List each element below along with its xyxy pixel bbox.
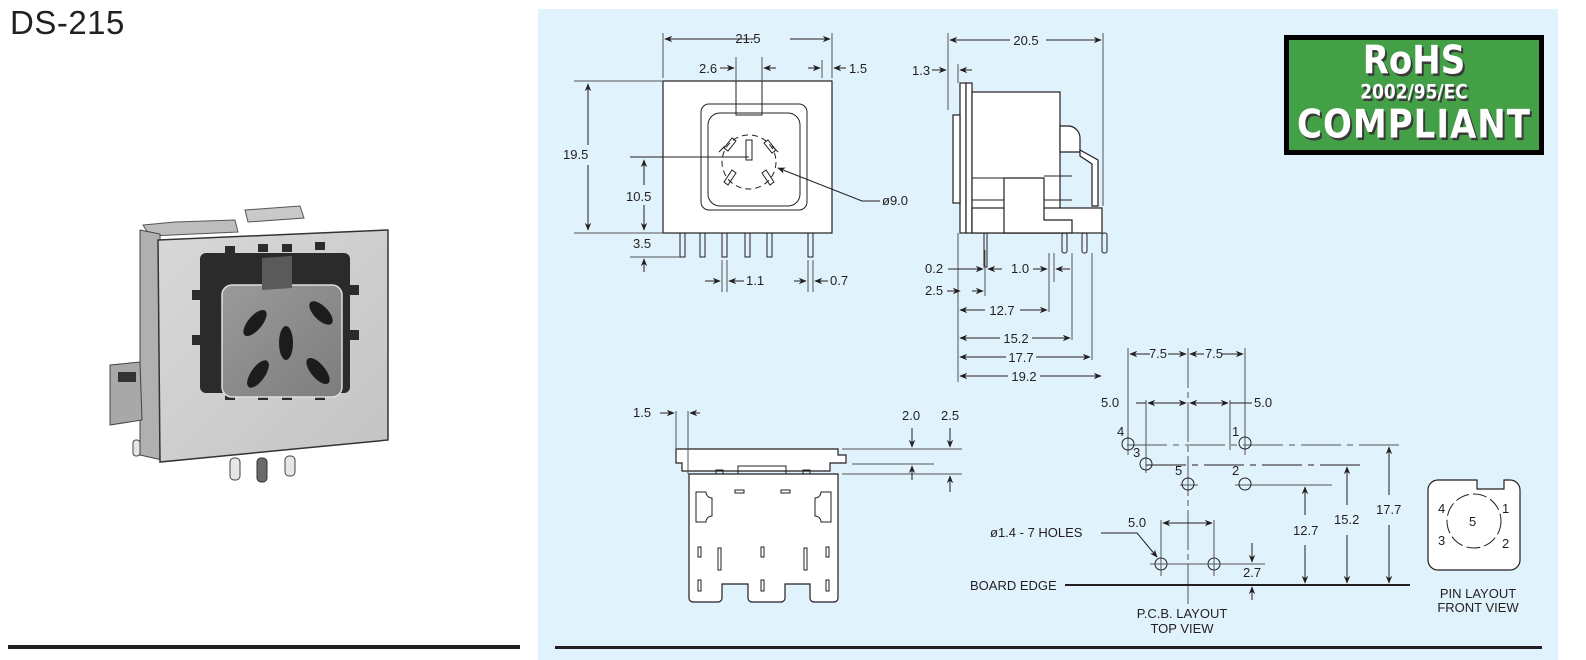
pin-label-1: 1 — [1232, 424, 1239, 439]
key-notch — [735, 80, 763, 116]
dim-flange: 1.3 — [912, 63, 930, 78]
pin-contacts — [718, 137, 779, 186]
dim-spacing-left: 7.5 — [1149, 346, 1167, 361]
board-edge-label: BOARD EDGE — [970, 578, 1057, 593]
inner-socket — [707, 112, 801, 207]
dim-circle-diameter: ø9.0 — [882, 193, 908, 208]
front-view — [574, 33, 880, 292]
rohs-title: RoHS — [1362, 38, 1466, 84]
rohs-directive: 2002/95/EC — [1360, 81, 1468, 105]
side-view-labels: 20.5 1.3 0.2 1.0 2.5 12.7 15.2 17.7 19.2 — [912, 33, 1039, 384]
dim-spacing-right: 7.5 — [1205, 346, 1223, 361]
pin-caption-2: FRONT VIEW — [1437, 600, 1519, 615]
dim-pin-spacing: 1.1 — [746, 273, 764, 288]
front-pin-2: 2 — [1502, 536, 1509, 551]
front-pin-5: 5 — [1469, 514, 1476, 529]
dim-height: 19.5 — [563, 147, 588, 162]
right-divider — [555, 646, 1542, 649]
bottom-view — [660, 409, 962, 603]
pcb-caption-2: TOP VIEW — [1150, 621, 1214, 636]
dim-15-2: 15.2 — [1334, 512, 1359, 527]
dim-depth: 20.5 — [1013, 33, 1038, 48]
dim-1-0: 1.0 — [1011, 261, 1029, 276]
dim-pin-width: 0.7 — [830, 273, 848, 288]
holes-label: ø1.4 - 7 HOLES — [990, 525, 1083, 540]
dim-2-7: 2.7 — [1243, 565, 1261, 580]
top-tab — [244, 205, 305, 223]
dim-2-0: 2.0 — [902, 408, 920, 423]
dim-15-2: 15.2 — [1003, 331, 1028, 346]
pcb-holes — [1121, 436, 1252, 571]
pcb-layout-labels: 7.5 7.5 5.0 5.0 4 1 3 5 2 5.0 ø1.4 - 7 H… — [970, 346, 1401, 636]
front-pin-4: 4 — [1438, 501, 1445, 516]
dim-offset-right: 5.0 — [1254, 395, 1272, 410]
front-pins — [679, 232, 814, 258]
rohs-compliant: COMPLIANT — [1297, 102, 1531, 148]
dim-center-height: 10.5 — [626, 189, 651, 204]
key-slot — [262, 256, 292, 290]
bottom-pins — [132, 439, 296, 483]
pin-label-4: 4 — [1117, 424, 1124, 439]
dim-0-2: 0.2 — [925, 261, 943, 276]
pin-label-5: 5 — [1175, 463, 1182, 478]
front-pin-1: 1 — [1502, 501, 1509, 516]
bottom-view-labels: 1.5 2.0 2.5 — [633, 405, 959, 423]
dim-12-7: 12.7 — [1293, 523, 1318, 538]
dim-edge: 1.5 — [633, 405, 651, 420]
dim-17-7: 17.7 — [1376, 502, 1401, 517]
dim-key-width: 2.6 — [699, 61, 717, 76]
dim-bottom-spacing: 5.0 — [1128, 515, 1146, 530]
pin-holes — [243, 301, 333, 388]
pin-label-2: 2 — [1232, 463, 1239, 478]
dim-offset-left: 5.0 — [1101, 395, 1119, 410]
dim-19-2: 19.2 — [1011, 369, 1036, 384]
front-view-labels: 21.5 2.6 1.5 19.5 10.5 3.5 1.1 0.7 ø9.0 — [563, 31, 908, 288]
pcb-caption-1: P.C.B. LAYOUT — [1137, 606, 1228, 621]
pin-layout — [1427, 479, 1521, 571]
rohs-badge: RoHS 2002/95/EC COMPLIANT — [1284, 35, 1544, 155]
dim-pin-length: 3.5 — [633, 236, 651, 251]
latch-slot — [118, 372, 136, 382]
dim-edge-offset: 1.5 — [849, 61, 867, 76]
dim-2-5: 2.5 — [925, 283, 943, 298]
pin-circle — [721, 134, 777, 190]
dim-2-5: 2.5 — [941, 408, 959, 423]
pin-layout-labels: 4 1 5 3 2 PIN LAYOUT FRONT VIEW — [1437, 501, 1519, 615]
product-photo — [109, 205, 389, 483]
product-title: DS-215 — [10, 4, 125, 41]
pin-caption-1: PIN LAYOUT — [1440, 586, 1516, 601]
dim-17-7: 17.7 — [1008, 350, 1033, 365]
left-divider — [8, 645, 520, 649]
side-view — [932, 33, 1108, 382]
dim-12-7: 12.7 — [989, 303, 1014, 318]
pin-label-3: 3 — [1133, 445, 1140, 460]
pcb-layout — [1065, 348, 1410, 605]
dim-width: 21.5 — [735, 31, 760, 46]
front-pin-3: 3 — [1438, 533, 1445, 548]
